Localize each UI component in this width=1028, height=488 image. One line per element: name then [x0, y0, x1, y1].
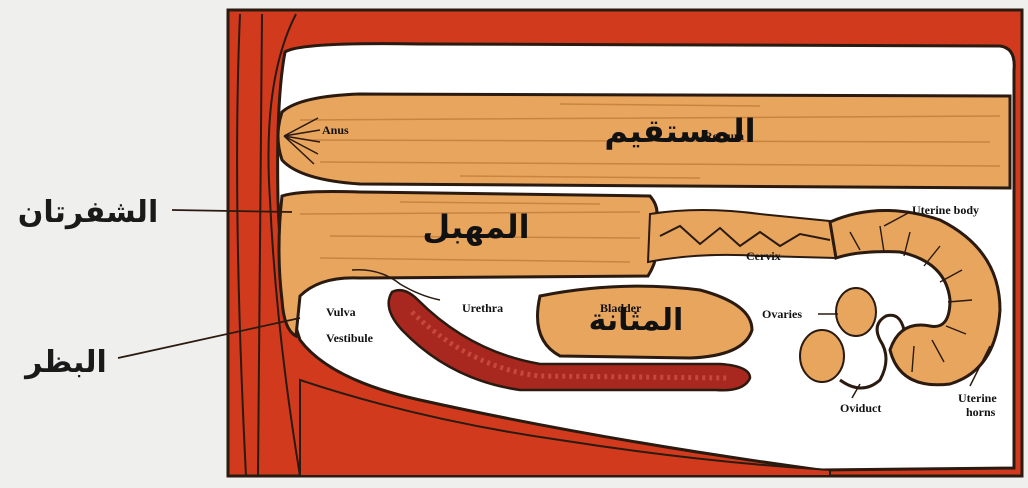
label-labia-arabic: الشفرتان [18, 195, 158, 230]
label-rectum-english: Rectum [704, 129, 744, 143]
label-vulva: Vulva [326, 305, 356, 319]
label-cervix: Cervix [746, 249, 781, 263]
label-bladder-english: Bladder [600, 301, 642, 315]
label-uterine-horns-line2: horns [966, 405, 996, 419]
label-uterine-body: Uterine body [912, 203, 979, 217]
label-vagina-arabic: المهبل [422, 208, 529, 246]
label-clitoris-arabic: البظر [23, 345, 107, 380]
label-urethra: Urethra [462, 301, 503, 315]
label-anus: Anus [322, 123, 349, 137]
label-oviduct: Oviduct [840, 401, 881, 415]
ovary-shape-1 [836, 288, 876, 336]
label-uterine-horns-line1: Uterine [958, 391, 997, 405]
ovary-shape-2 [800, 330, 844, 382]
label-vestibule: Vestibule [326, 331, 374, 345]
label-ovaries: Ovaries [762, 307, 802, 321]
